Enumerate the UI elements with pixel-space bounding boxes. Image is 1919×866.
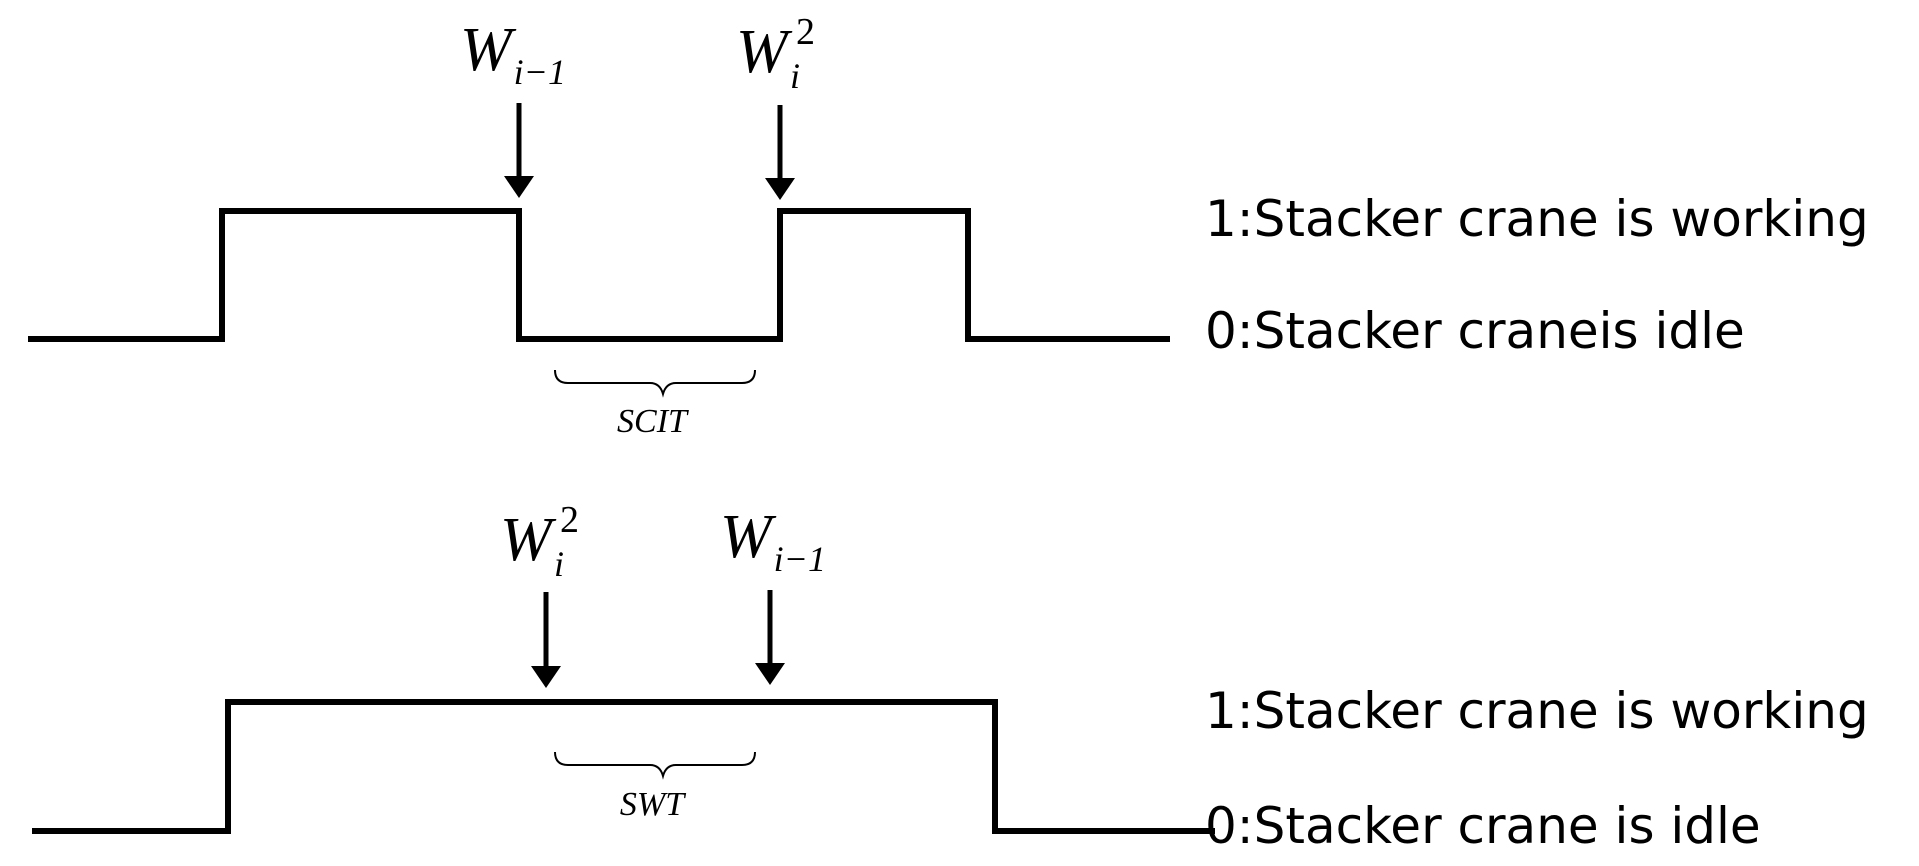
top-marker-left: Wi−1 xyxy=(460,16,566,198)
bottom-state-waveform xyxy=(32,699,1215,834)
top-label-working: 1:Stacker crane is working xyxy=(1205,190,1869,248)
top-marker-right: W 2 i xyxy=(736,11,815,200)
bottom-marker-right-label: Wi−1 xyxy=(720,503,826,579)
bottom-marker-left-sub: i xyxy=(554,544,564,584)
top-label-idle: 0:Stacker craneis idle xyxy=(1205,302,1745,360)
top-marker-right-arrowhead xyxy=(765,178,795,200)
bottom-label-idle: 0:Stacker crane is idle xyxy=(1205,797,1761,855)
bottom-marker-left: W 2 i xyxy=(500,499,579,688)
bottom-panel: W 2 i Wi−1 SWT 1:Stacker crane is workin… xyxy=(32,499,1869,855)
top-marker-left-arrowhead xyxy=(504,176,534,198)
bottom-interval-brace xyxy=(554,751,756,780)
top-panel: Wi−1 W 2 i SCIT 1:Stacker crane is worki… xyxy=(28,11,1869,440)
bottom-marker-left-arrowhead xyxy=(531,666,561,688)
top-state-waveform xyxy=(28,208,1170,342)
top-marker-left-label: Wi−1 xyxy=(460,16,566,92)
top-interval-brace xyxy=(554,369,756,398)
bottom-marker-left-sup: 2 xyxy=(560,499,579,541)
bottom-marker-right: Wi−1 xyxy=(720,503,826,685)
top-marker-right-sub: i xyxy=(790,56,800,96)
bottom-label-working: 1:Stacker crane is working xyxy=(1205,682,1869,740)
top-marker-right-label: W xyxy=(736,18,793,86)
bottom-marker-left-label: W xyxy=(500,506,557,574)
bottom-marker-right-arrowhead xyxy=(755,663,785,685)
bottom-interval-label: SWT xyxy=(620,786,686,823)
top-interval-label: SCIT xyxy=(617,403,689,440)
top-marker-right-sup: 2 xyxy=(796,11,815,53)
